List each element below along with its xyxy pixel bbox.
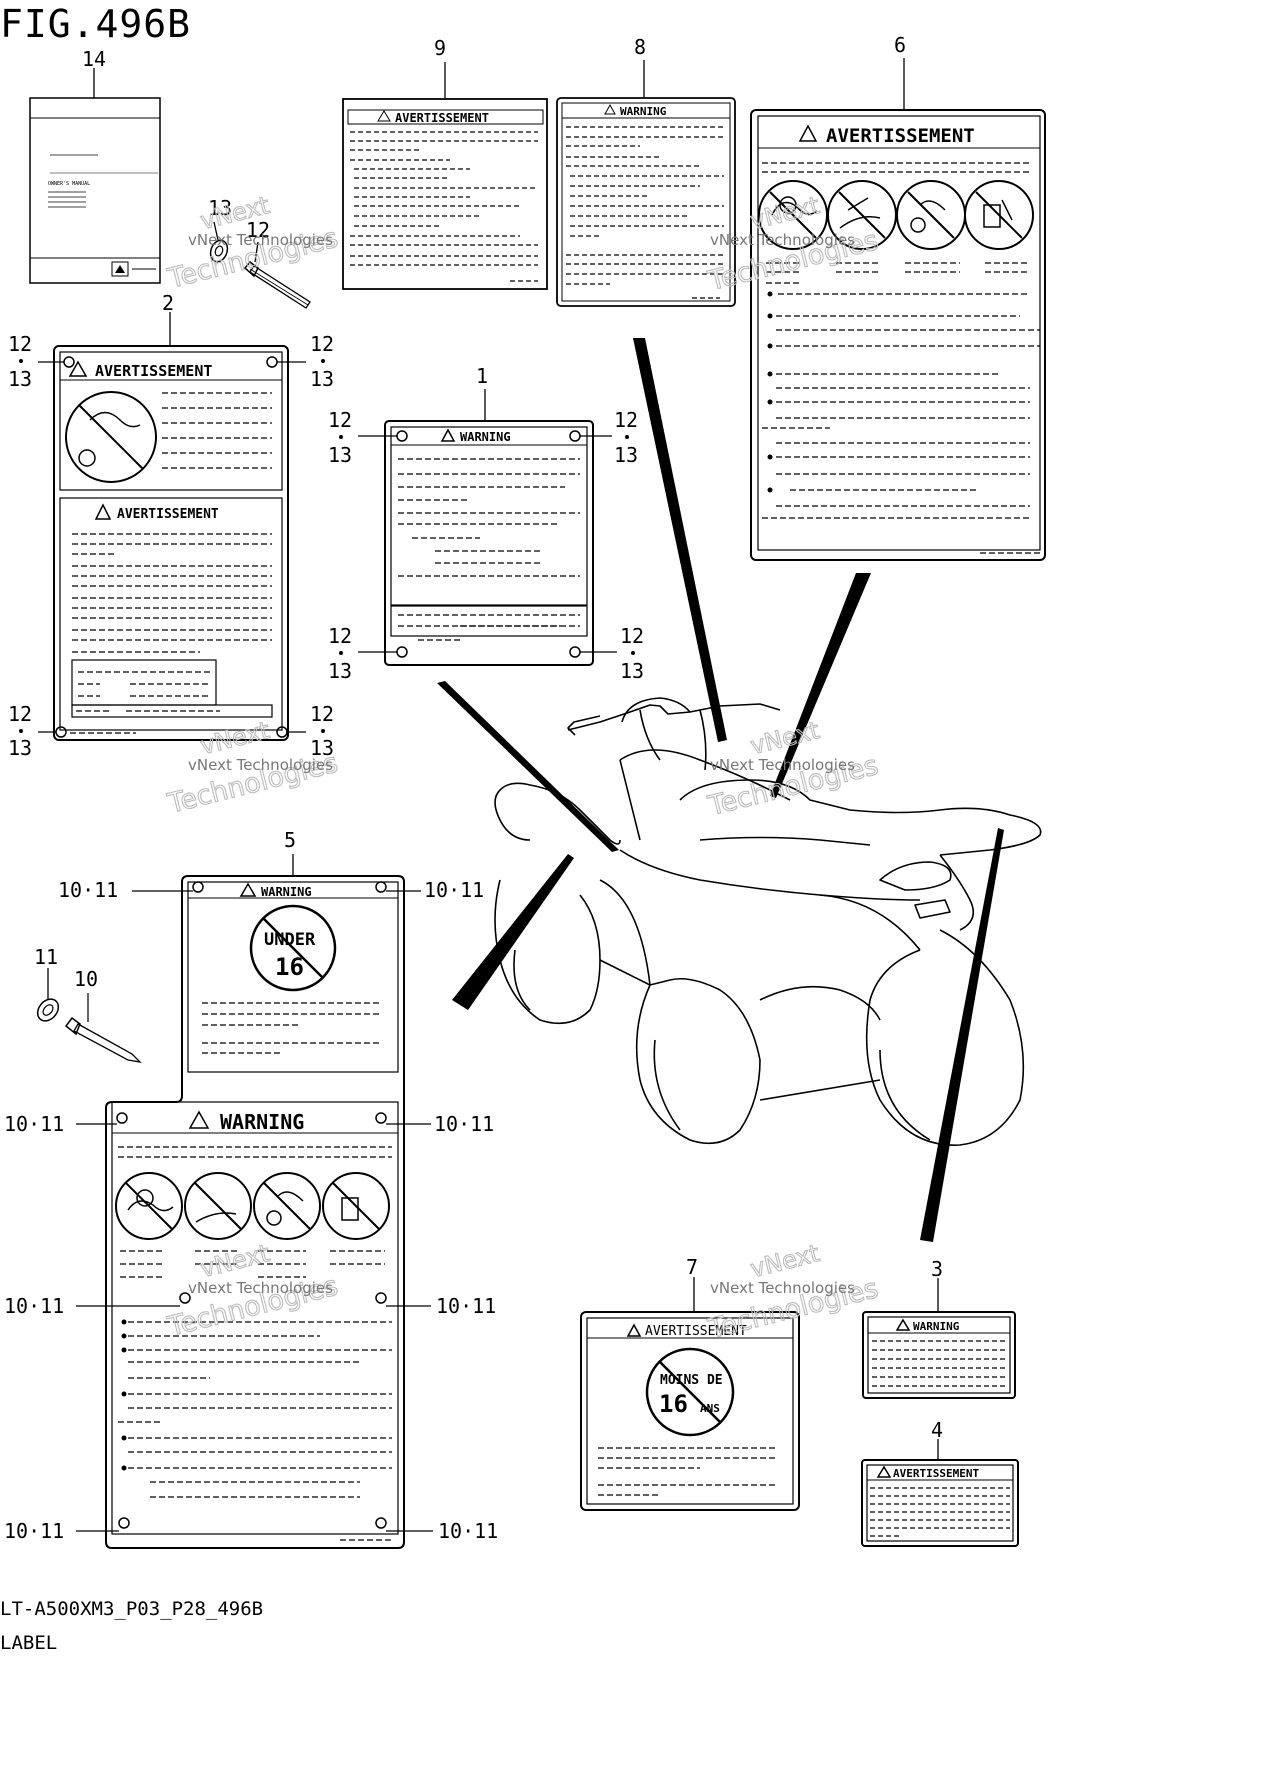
callout-4: 4 bbox=[931, 1418, 943, 1442]
callout-10-11: 10·11 bbox=[4, 1519, 64, 1543]
callout-7: 7 bbox=[686, 1255, 698, 1279]
watermark-text: vNext Technologies bbox=[188, 756, 333, 774]
callout-14: 14 bbox=[82, 47, 106, 71]
part2-heading-bottom: AVERTISSEMENT bbox=[117, 507, 219, 522]
callout-3: 3 bbox=[931, 1257, 943, 1281]
part1-heading: WARNING bbox=[460, 430, 511, 444]
callout-1: 1 bbox=[476, 364, 488, 388]
moins-de-text: MOINS DE bbox=[660, 1373, 723, 1388]
callout-10-11: 10·11 bbox=[58, 878, 118, 902]
callout-10-11: 10·11 bbox=[4, 1294, 64, 1318]
rivet-part-10 bbox=[36, 993, 142, 1063]
callout-dots bbox=[19, 359, 635, 733]
callouts: 14 9 8 6 13 12 2 1 12 13 12 13 12 13 12 … bbox=[4, 33, 943, 1543]
callout-13: 13 bbox=[310, 367, 334, 391]
callout-9: 9 bbox=[434, 36, 446, 60]
figure-title: FIG.496B bbox=[0, 2, 192, 46]
figure-code: LT-A500XM3_P03_P28_496B bbox=[0, 1598, 264, 1620]
watermark-text: vNext bbox=[748, 1239, 823, 1283]
callout-10-11: 10·11 bbox=[436, 1294, 496, 1318]
owners-manual-part-14: OWNER'S MANUAL bbox=[29, 68, 161, 284]
callout-12: 12 bbox=[328, 408, 352, 432]
atv-vehicle-outline bbox=[494, 697, 1042, 1146]
label-part-1: WARNING bbox=[384, 389, 594, 666]
label-part-3: WARNING bbox=[862, 1278, 1016, 1399]
callout-2: 2 bbox=[162, 291, 174, 315]
callout-12: 12 bbox=[8, 332, 32, 356]
callout-12-rivet: 12 bbox=[246, 218, 270, 242]
callout-6: 6 bbox=[894, 33, 906, 57]
callout-12: 12 bbox=[614, 408, 638, 432]
part8-heading: WARNING bbox=[620, 105, 667, 118]
callout-13: 13 bbox=[620, 659, 644, 683]
callout-13: 13 bbox=[8, 367, 32, 391]
callout-13: 13 bbox=[328, 659, 352, 683]
callout-11: 11 bbox=[34, 945, 58, 969]
callout-13: 13 bbox=[614, 443, 638, 467]
manual-title-text: OWNER'S MANUAL bbox=[48, 181, 90, 187]
callout-13: 13 bbox=[310, 736, 334, 760]
label-part-5: WARNING UNDER 16 WARNING bbox=[105, 854, 405, 1549]
callout-12: 12 bbox=[328, 624, 352, 648]
callout-12: 12 bbox=[310, 702, 334, 726]
label-part-7: AVERTISSEMENT MOINS DE 16 ANS bbox=[580, 1277, 800, 1511]
watermark-text: vNext Technologies bbox=[188, 231, 333, 249]
label-part-8: WARNING bbox=[556, 60, 736, 307]
rivet-part-12 bbox=[209, 239, 311, 309]
moins-de-number: 16 bbox=[659, 1390, 688, 1418]
callout-12: 12 bbox=[8, 702, 32, 726]
moins-de-ans: ANS bbox=[700, 1402, 720, 1415]
watermark-text: vNext Technologies bbox=[710, 756, 855, 774]
label-part-4: AVERTISSEMENT bbox=[861, 1439, 1019, 1547]
callout-13: 13 bbox=[8, 736, 32, 760]
callout-8: 8 bbox=[634, 35, 646, 59]
part2-heading-top: AVERTISSEMENT bbox=[95, 362, 212, 380]
under16-text: UNDER bbox=[264, 930, 316, 950]
callout-10-11: 10·11 bbox=[434, 1112, 494, 1136]
callout-13: 13 bbox=[328, 443, 352, 467]
callout-5: 5 bbox=[284, 828, 296, 852]
leader-wedges bbox=[437, 338, 1004, 1242]
label-part-9: AVERTISSEMENT bbox=[342, 62, 548, 290]
callout-10: 10 bbox=[74, 967, 98, 991]
under16-number: 16 bbox=[275, 953, 304, 981]
callout-10-11: 10·11 bbox=[4, 1112, 64, 1136]
callout-12: 12 bbox=[310, 332, 334, 356]
callout-10-11: 10·11 bbox=[438, 1519, 498, 1543]
part3-heading: WARNING bbox=[913, 1320, 960, 1333]
callout-10-11: 10·11 bbox=[424, 878, 484, 902]
watermark-text: vNext bbox=[748, 716, 823, 760]
callout-leaders bbox=[38, 221, 617, 1532]
watermark-text: vNext Technologies bbox=[710, 1279, 855, 1297]
part9-heading: AVERTISSEMENT bbox=[395, 111, 489, 125]
part7-heading: AVERTISSEMENT bbox=[645, 1324, 747, 1339]
part5-heading-bottom: WARNING bbox=[220, 1110, 304, 1134]
label-part-6: AVERTISSEMENT bbox=[750, 58, 1046, 561]
figure-caption: LABEL bbox=[0, 1632, 58, 1654]
watermark-text: vNext Technologies bbox=[710, 231, 855, 249]
part6-heading: AVERTISSEMENT bbox=[826, 125, 975, 147]
watermark-text: vNext Technologies bbox=[188, 1279, 333, 1297]
callout-13-rivet: 13 bbox=[208, 196, 232, 220]
part4-heading: AVERTISSEMENT bbox=[893, 1467, 979, 1480]
part5-heading-top: WARNING bbox=[261, 885, 312, 899]
label-part-2: AVERTISSEMENT AVERTISSEMENT bbox=[53, 312, 289, 741]
callout-12: 12 bbox=[620, 624, 644, 648]
